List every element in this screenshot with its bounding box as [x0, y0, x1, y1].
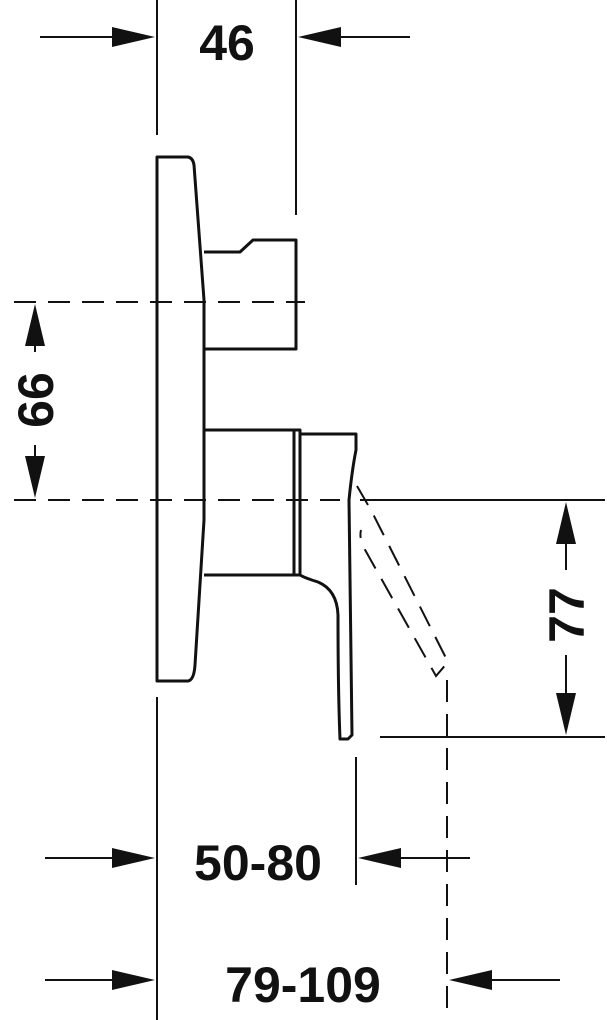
- dimension-bottom-50-80: 50-80: [45, 835, 470, 891]
- dimension-label-bottom-inner: 50-80: [194, 835, 322, 891]
- arrow-left-head: [298, 27, 341, 47]
- dimension-label-right: 77: [539, 587, 595, 643]
- arrow-left-head: [358, 848, 401, 868]
- wall-plate: [155, 155, 206, 683]
- diverter-knob: [204, 238, 298, 351]
- dimension-top-46: 46: [40, 0, 410, 215]
- dimension-label-top: 46: [199, 15, 255, 71]
- bottom-extension-lines: [156, 680, 448, 1020]
- arrow-right-head: [112, 848, 155, 868]
- arrow-up-head: [556, 502, 576, 544]
- dimension-label-bottom-outer: 79-109: [225, 957, 381, 1013]
- valve-body: [155, 155, 450, 741]
- lever-alternate-position: [356, 485, 450, 678]
- arrow-right-head: [112, 970, 155, 990]
- arrow-down-head: [25, 456, 45, 498]
- arrow-left-head: [449, 970, 492, 990]
- arrow-up-head: [25, 304, 45, 346]
- reference-lines: [14, 301, 605, 738]
- arrow-right-head: [112, 27, 155, 47]
- arrow-down-head: [556, 693, 576, 735]
- dimension-left-66: 66: [8, 304, 64, 498]
- dimension-bottom-79-109: 79-109: [45, 957, 560, 1013]
- dimension-right-77: 77: [539, 502, 595, 735]
- dimension-label-left: 66: [8, 372, 64, 428]
- mixer-cylinder: [204, 428, 302, 577]
- lever-handle: [299, 432, 358, 741]
